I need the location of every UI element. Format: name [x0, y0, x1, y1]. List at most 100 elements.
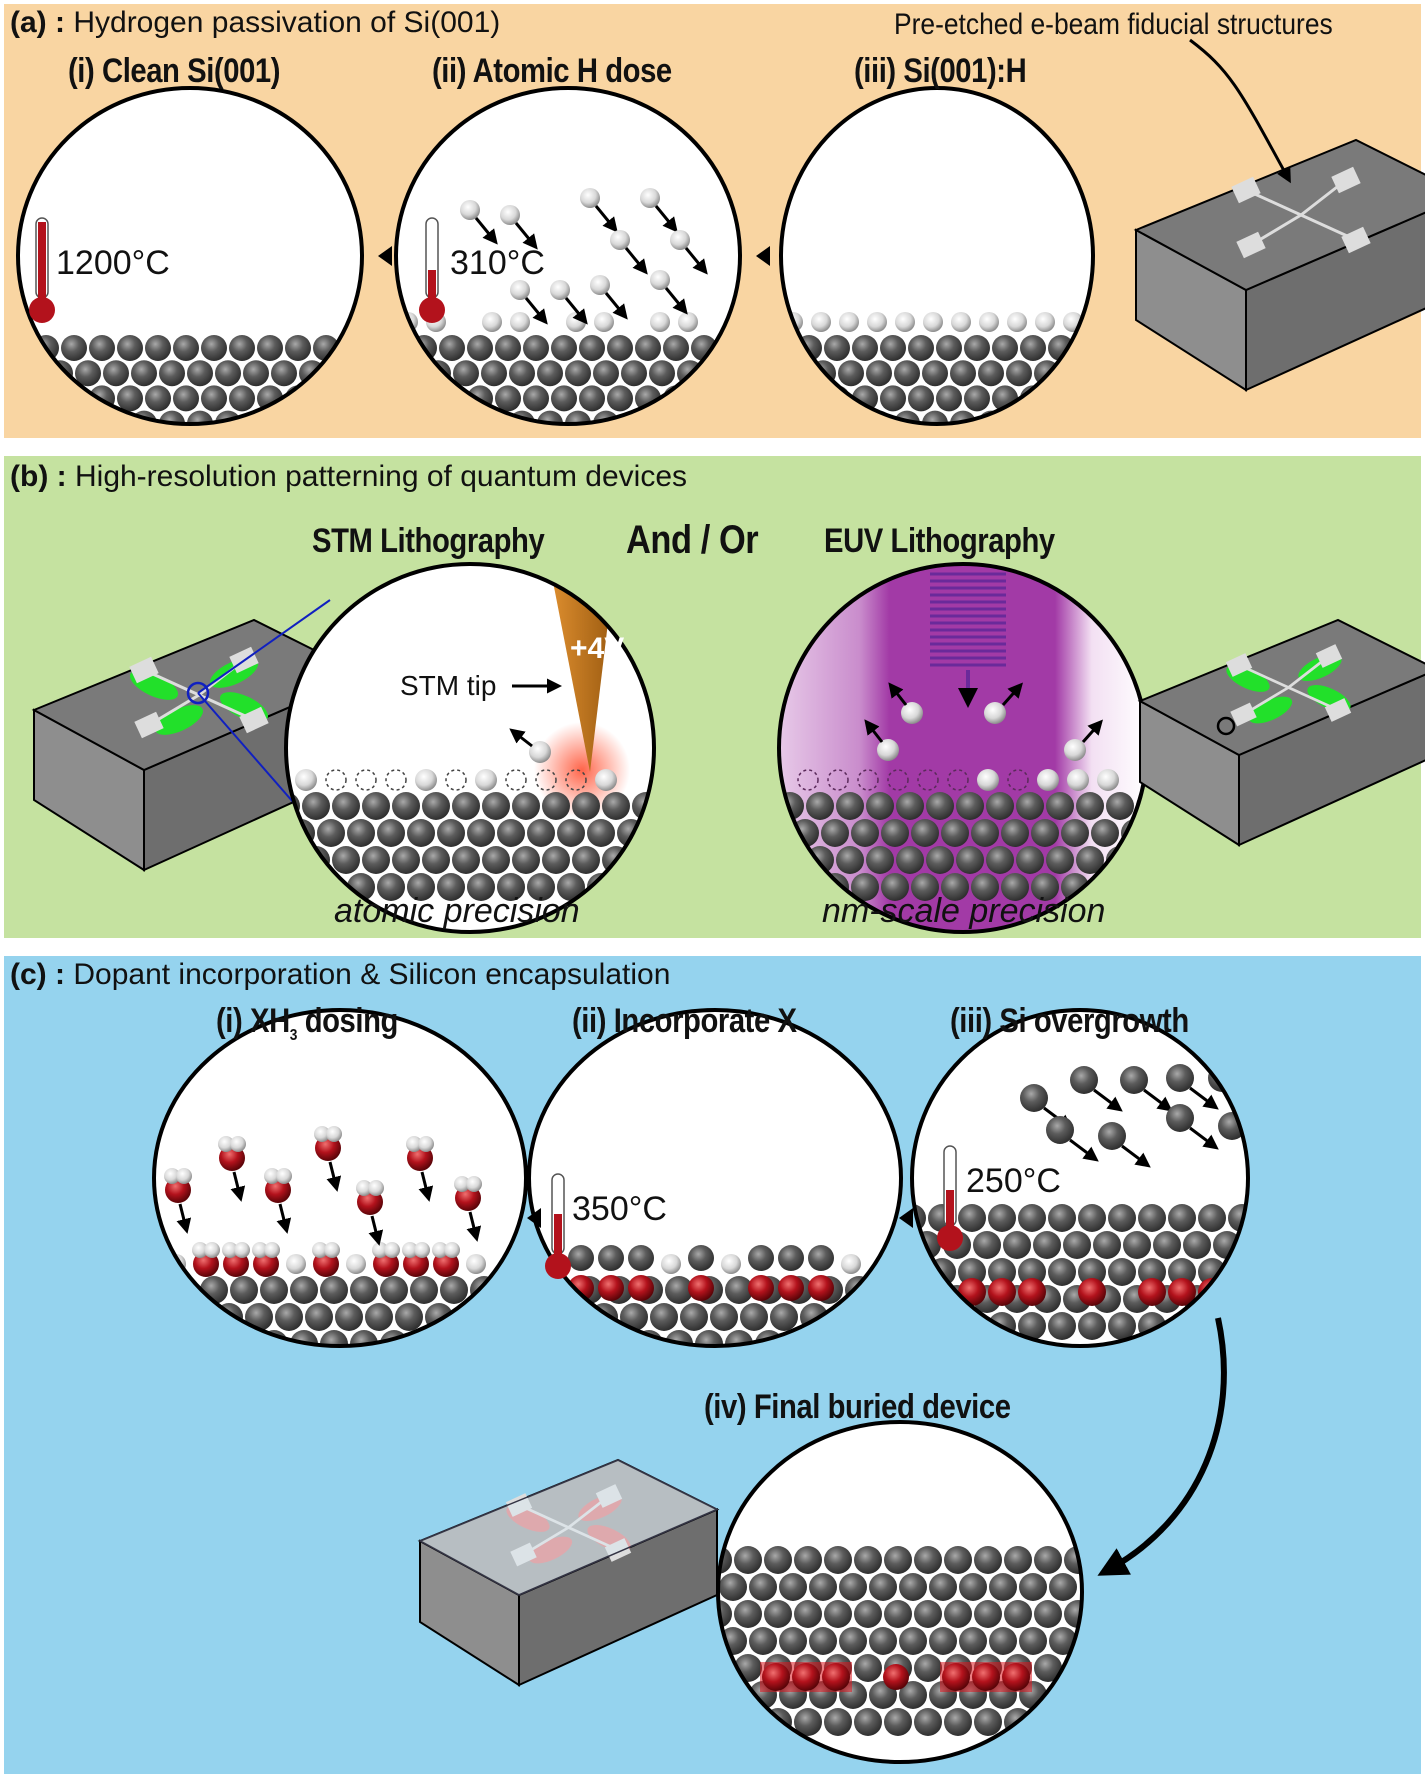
- silicon-atom: [781, 385, 794, 412]
- bubble-b-euv: [779, 564, 1147, 932]
- dopant-atom: [1168, 1278, 1196, 1306]
- hydrogen-atom: [650, 312, 670, 332]
- silicon-atom: [75, 360, 101, 387]
- silicon-atom: [958, 1204, 986, 1232]
- bubble-c-4: [718, 1422, 1082, 1762]
- silicon-atom: [285, 335, 311, 361]
- silicon-atom: [821, 819, 849, 847]
- silicon-atom: [944, 1708, 972, 1736]
- bubble-a-2-outline: [394, 86, 742, 426]
- silicon-atom: [1078, 1258, 1106, 1286]
- hydrogen-atom: [230, 1136, 246, 1152]
- silicon-atom: [836, 846, 864, 874]
- silicon-atom: [422, 792, 450, 820]
- silicon-atom: [989, 1573, 1017, 1601]
- hydrogen-atom: [877, 739, 899, 761]
- hydrogen-atom: [1064, 739, 1086, 761]
- fiducial-pad: [1225, 653, 1253, 677]
- silicon-atom: [677, 410, 703, 424]
- silicon-atom: [1091, 819, 1119, 847]
- silicon-atom: [928, 1312, 956, 1340]
- hydrogen-atom: [326, 1126, 342, 1142]
- thermometer-mercury: [38, 222, 46, 298]
- hydrogen-atom: [590, 275, 610, 295]
- silicon-atom: [392, 846, 420, 874]
- bubble-c-2-outline: [527, 1008, 903, 1348]
- silicon-atom: [170, 1330, 198, 1346]
- silicon-atom: [299, 410, 325, 424]
- hydrogen-atom: [418, 1136, 434, 1152]
- chip-a: [1133, 138, 1425, 392]
- silicon-atom: [19, 410, 45, 424]
- hydrogen-atom: [566, 312, 586, 332]
- silicon-atom: [257, 335, 283, 361]
- silicon-atom: [791, 873, 819, 901]
- dopant-atom: [792, 1663, 820, 1691]
- silicon-atom: [959, 1627, 987, 1655]
- hydrogen-atom: [384, 1242, 400, 1258]
- silicon-atom: [1003, 1231, 1031, 1259]
- silicon-atom: [1048, 1204, 1076, 1232]
- dopant-atom: [1138, 1278, 1166, 1306]
- silicon-atom: [719, 385, 740, 412]
- silicon-atom: [1108, 1312, 1136, 1340]
- silicon-atom: [794, 1600, 822, 1628]
- silicon-atom: [1018, 1258, 1046, 1286]
- fiducial-pad: [129, 656, 159, 684]
- silicon-atom: [719, 335, 740, 361]
- fiducial-pad: [505, 1493, 533, 1517]
- vacancy-site: [505, 769, 527, 791]
- silicon-atom: [911, 819, 939, 847]
- silicon-atom: [782, 410, 808, 424]
- stm-zoom-marker: [186, 681, 210, 705]
- silicon-atom: [392, 792, 420, 820]
- arrow: [509, 728, 533, 748]
- hydrogen-atom: [640, 188, 660, 208]
- arrow: [230, 1171, 246, 1202]
- silicon-atom: [201, 385, 227, 412]
- hydrogen-atom: [414, 1242, 430, 1258]
- silicon-atom: [851, 819, 879, 847]
- silicon-atom: [680, 1303, 708, 1331]
- chip-top: [1137, 618, 1425, 757]
- dopant-atom: [628, 1275, 654, 1301]
- silicon-atom: [663, 335, 689, 361]
- silicon-atom: [617, 873, 645, 901]
- silicon-atom: [467, 335, 493, 361]
- silicon-atom: [1062, 360, 1088, 387]
- silicon-atom: [350, 1276, 378, 1304]
- final-step-arrow: [1097, 1317, 1227, 1576]
- silicon-atom: [396, 335, 409, 361]
- silicon-atom: [347, 819, 375, 847]
- silicon-atom: [1048, 1258, 1076, 1286]
- silicon-atom: [527, 819, 555, 847]
- vacancy-site: [857, 769, 879, 791]
- silicon-atom: [808, 1245, 834, 1271]
- silicon-atom: [719, 1573, 747, 1601]
- silicon-atom: [778, 1245, 804, 1271]
- silicon-atom: [914, 1546, 942, 1574]
- vacancy-site: [1007, 769, 1029, 791]
- silicon-atom: [396, 385, 409, 412]
- silicon-atom: [470, 1276, 498, 1304]
- silicon-atom: [215, 360, 241, 387]
- hydrogen-atom: [811, 312, 831, 332]
- silicon-atom: [914, 1654, 942, 1682]
- arrow: [1093, 1088, 1123, 1112]
- silicon-atom: [117, 385, 143, 412]
- silicon-atom: [964, 385, 990, 412]
- silicon-atom: [365, 1303, 393, 1331]
- silicon-atom: [1070, 1066, 1098, 1094]
- hydrogen-atom: [650, 270, 670, 290]
- silicon-atom: [452, 846, 480, 874]
- silicon-atom: [598, 1245, 624, 1271]
- hydrogen-atom: [901, 702, 923, 724]
- silicon-atom: [497, 819, 525, 847]
- fiducial-pad: [510, 1542, 537, 1567]
- silicon-atom: [1061, 819, 1089, 847]
- silicon-atom: [719, 1681, 747, 1709]
- silicon-atom: [271, 360, 297, 387]
- arrow: [524, 297, 548, 325]
- silicon-atom: [881, 873, 909, 901]
- silicon-atom: [529, 1330, 543, 1346]
